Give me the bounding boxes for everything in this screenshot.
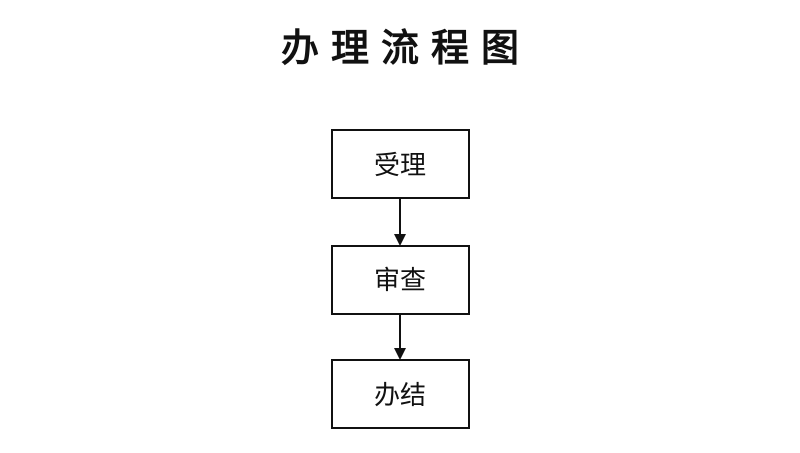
- step-box: [331, 129, 470, 199]
- step-label: 办结: [374, 381, 426, 411]
- step-label: 受理: [374, 151, 426, 181]
- diagram-title: 办理流程图: [280, 25, 531, 70]
- arrowhead-icon: [394, 348, 406, 360]
- step-box: [331, 359, 470, 429]
- step-node-complete: 办结: [331, 359, 470, 429]
- arrowhead-icon: [394, 234, 406, 246]
- step-node-accept: 受理: [331, 129, 470, 199]
- connector-arrow: [394, 198, 406, 246]
- step-node-review: 审查: [331, 245, 470, 315]
- step-label: 审查: [374, 266, 426, 296]
- connector-arrow: [394, 314, 406, 360]
